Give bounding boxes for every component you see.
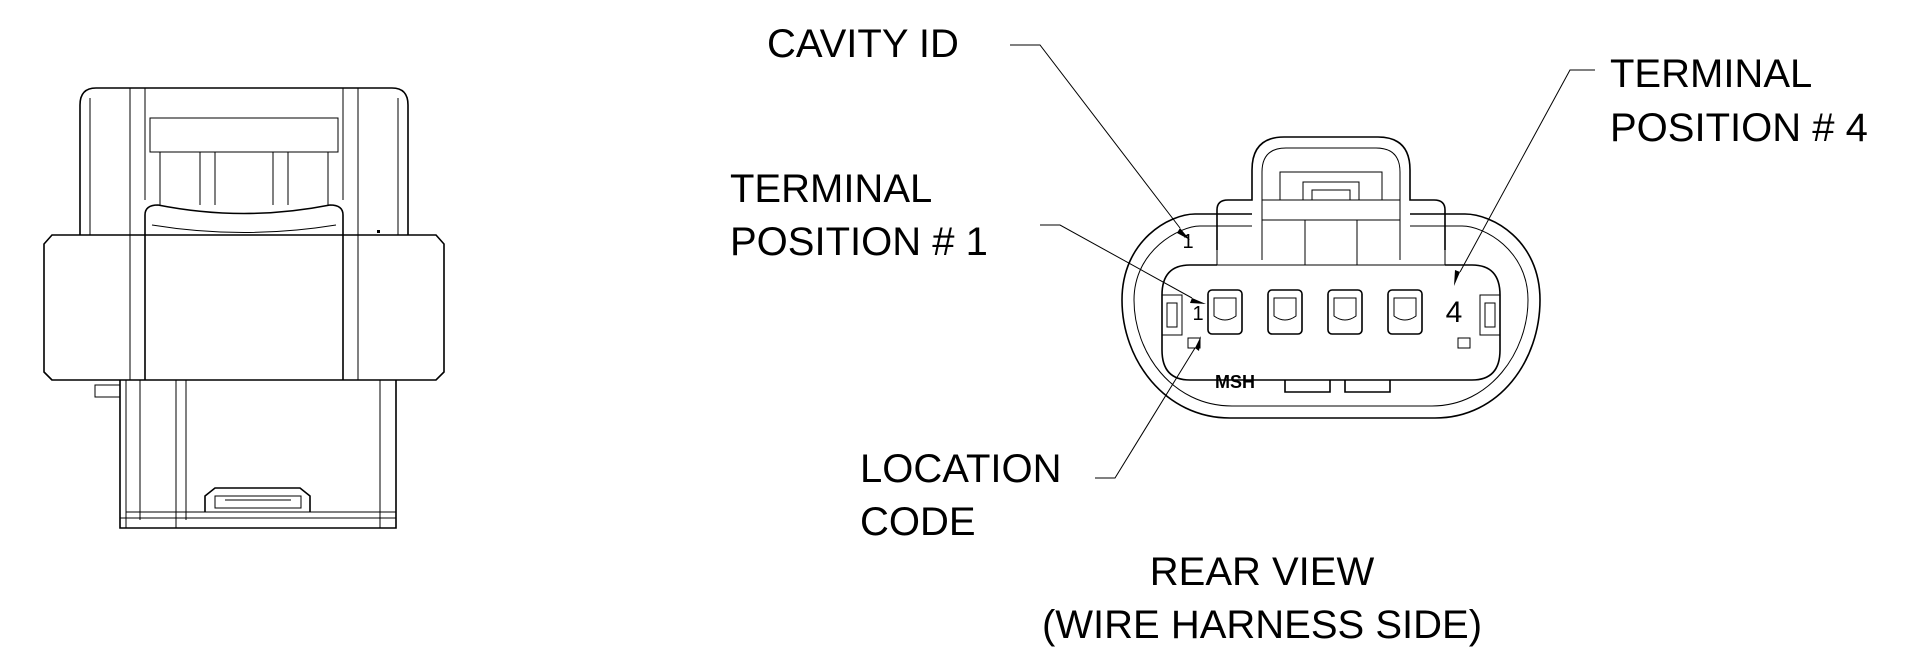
location-code-label-line2: CODE xyxy=(860,500,976,544)
cavity-id-label: CAVITY ID xyxy=(767,22,959,66)
terminal-cavity-1 xyxy=(1207,289,1243,335)
view-title-line1: REAR VIEW xyxy=(1150,550,1375,594)
rear-view-connector: 1 1 4 MSH xyxy=(1121,136,1541,419)
cavity-id-mark: 1 xyxy=(1182,231,1193,253)
location-code-mark: MSH xyxy=(1215,372,1255,392)
terminal-pos1-label-line1: TERMINAL xyxy=(730,167,932,211)
side-view xyxy=(43,87,445,529)
location-code-label-line1: LOCATION xyxy=(860,447,1062,491)
view-title-line2: (WIRE HARNESS SIDE) xyxy=(1042,603,1482,647)
terminal-4-mark: 4 xyxy=(1446,296,1463,329)
terminal-pos4-label-line2: POSITION # 4 xyxy=(1610,106,1868,150)
terminal-1-mark: 1 xyxy=(1192,303,1203,325)
terminal-cavity-2 xyxy=(1267,289,1303,335)
terminal-pos4-label-line1: TERMINAL xyxy=(1610,52,1812,96)
leader-lines xyxy=(1010,44,1595,479)
terminal-cavity-4 xyxy=(1387,289,1423,335)
terminal-pos1-label-line2: POSITION # 1 xyxy=(730,220,988,264)
terminal-cavity-3 xyxy=(1327,289,1363,335)
